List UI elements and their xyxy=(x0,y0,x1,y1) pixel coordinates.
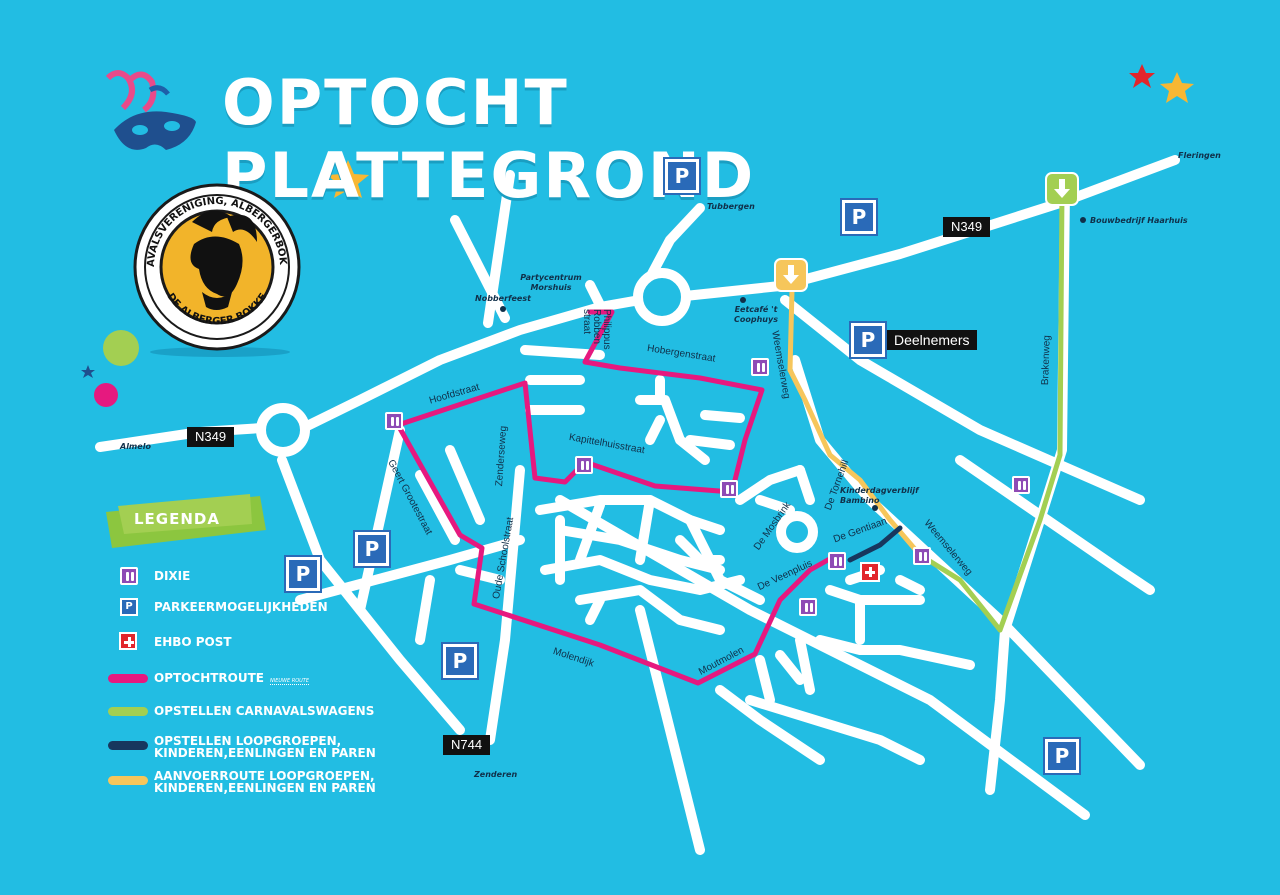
legend-label: PARKEERMOGELIJKHEDEN xyxy=(154,600,328,614)
logo-shadow xyxy=(150,347,290,357)
deelnemers-tag: Deelnemers xyxy=(886,330,978,350)
star-icon xyxy=(81,365,95,378)
street-brakenweg: Brakenweg xyxy=(1040,334,1053,386)
place-almelo: Almelo xyxy=(120,442,151,451)
legend-label: DIXIE xyxy=(154,569,191,583)
parking-icon: P xyxy=(120,598,138,616)
parking-icon: P xyxy=(840,198,878,236)
legend-banner-shape xyxy=(106,494,266,548)
place-fleringen: Fleringen xyxy=(1178,151,1221,160)
confetti-ball-icon xyxy=(94,383,118,407)
dixie-icon xyxy=(575,456,593,474)
legend-title: LEGENDA xyxy=(134,510,220,528)
parking-icon: P xyxy=(1043,737,1081,775)
road-tag-n349-west: N349 xyxy=(187,427,235,447)
first-aid-icon xyxy=(119,632,137,650)
legend-label: OPTOCHTROUTE xyxy=(154,671,264,685)
street-philippus-robben: Philippus Robben straat xyxy=(581,309,612,350)
place-partycentrum: Partycentrum Morshuis xyxy=(520,273,582,292)
legend-label: OPSTELLEN LOOPGROEPEN, KINDEREN,EENLINGE… xyxy=(154,734,376,760)
dixie-icon xyxy=(1012,476,1030,494)
dixie-icon xyxy=(120,567,138,585)
place-tubbergen: Tubbergen xyxy=(707,202,755,211)
opstellen-wagens-line xyxy=(997,187,1065,633)
arrow-down-icon xyxy=(1045,172,1079,206)
arrow-down-icon xyxy=(774,258,808,292)
legend-swatch xyxy=(108,707,148,716)
place-kinderdagverblijf: Kinderdagverblijf Bambino xyxy=(840,486,919,505)
parking-icon: P xyxy=(284,555,322,593)
road-tag-n349-east: N349 xyxy=(943,217,991,237)
opstellen-loopgroepen-line xyxy=(847,525,903,563)
first-aid-icon xyxy=(860,562,880,582)
legend-swatch xyxy=(108,741,148,750)
dixie-icon xyxy=(751,358,769,376)
dixie-icon xyxy=(799,598,817,616)
road-tag-n744: N744 xyxy=(443,735,491,755)
dixie-icon xyxy=(720,480,738,498)
page-title: OPTOCHT PLATTEGROND xyxy=(222,66,756,212)
dixie-icon xyxy=(828,552,846,570)
parking-icon: P xyxy=(441,642,479,680)
star-icon xyxy=(327,160,369,198)
place-bouwbedrijf: Bouwbedrijf Haarhuis xyxy=(1090,216,1188,225)
legend-swatch xyxy=(108,776,148,785)
aanvoerroute-line xyxy=(787,287,923,558)
star-icon xyxy=(1129,64,1155,88)
optochtroute-line xyxy=(395,309,838,686)
star-icon xyxy=(1160,72,1194,103)
place-markers xyxy=(500,217,1086,511)
place-zenderen: Zenderen xyxy=(474,770,518,779)
parking-icon: P xyxy=(663,157,701,195)
legend-swatch xyxy=(108,674,148,683)
parking-icon: P xyxy=(849,321,887,359)
opstellen-wagens-line xyxy=(917,552,1003,633)
confetti-ball-icon xyxy=(103,330,139,366)
legend-banner: LEGENDA xyxy=(106,498,266,548)
dixie-icon xyxy=(913,547,931,565)
carnival-mask-icon xyxy=(105,70,196,150)
parking-icon: P xyxy=(353,530,391,568)
dixie-icon xyxy=(385,412,403,430)
legend-note: NIEUWE ROUTE xyxy=(270,678,310,685)
place-eetcafe: Eetcafé 't Coophuys xyxy=(734,305,778,324)
place-nobberfeest: Nobberfeest xyxy=(475,294,531,303)
legend-label: OPSTELLEN CARNAVALSWAGENS xyxy=(154,704,375,718)
legend-label: EHBO POST xyxy=(154,635,232,649)
legend-label: AANVOERROUTE LOOPGROEPEN, KINDEREN,EENLI… xyxy=(154,769,376,795)
